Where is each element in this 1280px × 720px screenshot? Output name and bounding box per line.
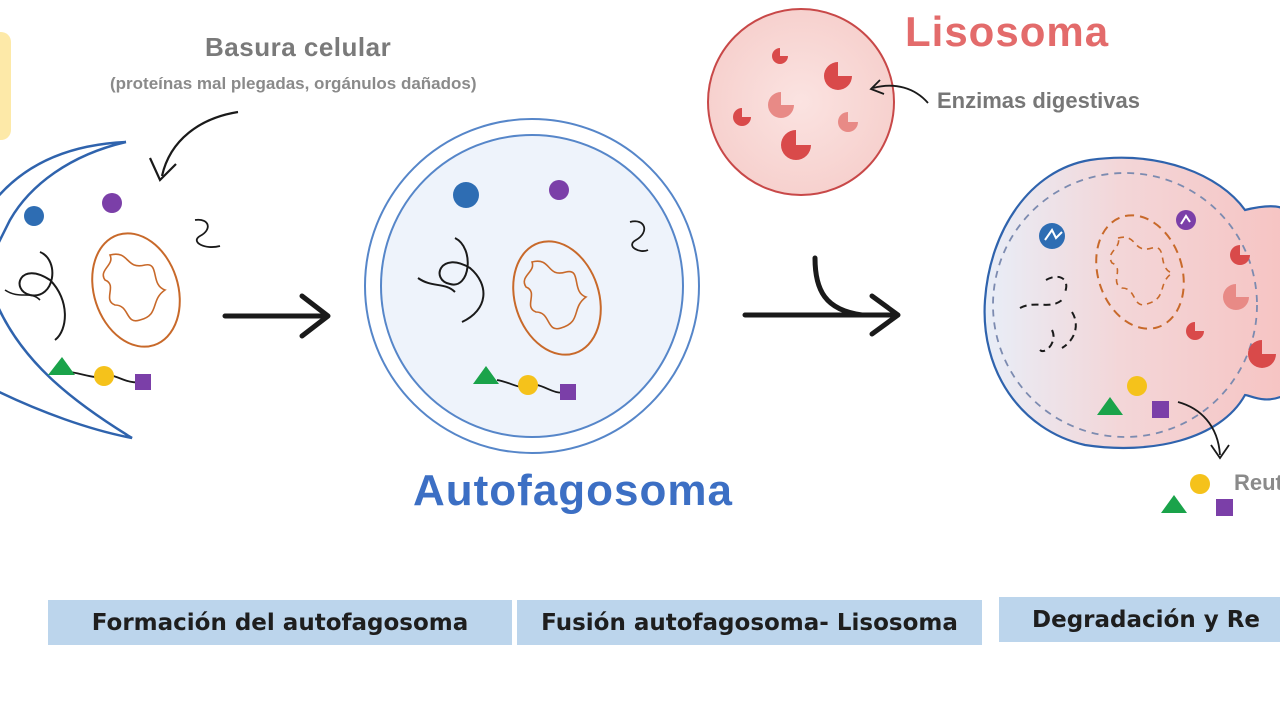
misfolded-protein-2 (4, 289, 41, 301)
purple-dot (102, 193, 122, 213)
broken-blue-dot (1039, 223, 1065, 249)
autophagosome (364, 118, 700, 454)
misfolded-protein (417, 237, 485, 323)
arrow-1-icon (222, 293, 331, 339)
yellow-dot (1190, 474, 1210, 494)
purple-square (560, 384, 576, 400)
protein-fragments (1019, 275, 1077, 353)
mitochondrion (512, 240, 602, 356)
cargo-chain (473, 366, 576, 400)
label-enzimas: Enzimas digestivas (937, 88, 1140, 113)
purple-square (1216, 499, 1233, 516)
squiggle (629, 220, 649, 252)
squiggle (194, 218, 221, 248)
enzyme (1223, 284, 1249, 310)
lysosome (707, 8, 895, 196)
purple-dot (549, 180, 569, 200)
step-formacion: Formación del autofagosoma (48, 600, 512, 645)
yellow-dot (94, 366, 114, 386)
release-arrow-icon (1177, 401, 1230, 460)
step-fusion: Fusión autofagosoma- Lisosoma (517, 600, 982, 645)
purple-square (1152, 401, 1169, 418)
curved-arrow-icon (160, 110, 239, 177)
step-degradacion: Degradación y Re (999, 597, 1280, 642)
broken-purple-dot (1176, 210, 1196, 230)
curved-arrow-head-icon (148, 157, 177, 182)
cargo-chain (48, 357, 151, 390)
phagophore (0, 140, 133, 440)
label-reutilizacion: Reut (1234, 470, 1280, 495)
merge-curve-icon (812, 255, 865, 318)
side-tab (0, 32, 11, 140)
mitochondrion-degrading (1095, 214, 1185, 330)
enzyme (1230, 245, 1250, 265)
label-lisosoma: Lisosoma (905, 8, 1110, 55)
misfolded-protein (18, 251, 66, 341)
enzyme (1186, 322, 1204, 340)
yellow-dot (1127, 376, 1147, 396)
arrow-2-icon (742, 293, 901, 337)
mitochondrion (91, 232, 181, 348)
label-autofagosoma: Autofagosoma (413, 466, 733, 515)
green-triangle (473, 366, 499, 384)
blue-dot (453, 182, 479, 208)
green-triangle (48, 357, 75, 375)
green-triangle (1161, 495, 1187, 513)
green-triangle (1097, 397, 1123, 415)
purple-square (135, 374, 151, 390)
enzyme (1248, 340, 1276, 368)
yellow-dot (518, 375, 538, 395)
blue-dot (24, 206, 44, 226)
enzyme-pointer-icon (869, 79, 929, 104)
label-basura-detail: (proteínas mal plegadas, orgánulos dañad… (110, 74, 477, 93)
label-basura-celular: Basura celular (205, 32, 392, 62)
